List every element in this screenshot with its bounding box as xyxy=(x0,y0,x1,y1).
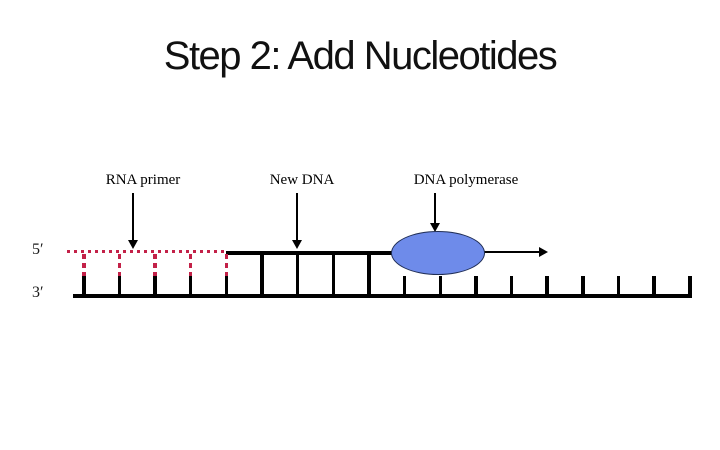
base-pair-rung xyxy=(474,276,478,296)
base-pair-rung xyxy=(581,276,585,296)
base-pair-rung xyxy=(82,254,86,276)
arrowhead-right-icon xyxy=(539,247,548,257)
base-pair-rung xyxy=(224,254,229,276)
arrowhead-down-icon xyxy=(128,240,138,249)
five-prime-label: 5′ xyxy=(32,241,44,258)
rna-primer-label: RNA primer xyxy=(105,172,181,188)
arrow-shaft xyxy=(483,251,540,253)
base-pair-rung xyxy=(224,276,229,296)
base-pair-rung xyxy=(545,276,549,296)
three-prime-label: 3′ xyxy=(32,284,44,301)
base-pair-rung xyxy=(331,255,336,296)
arrow-shaft xyxy=(132,193,134,241)
base-pair-rung xyxy=(260,255,264,296)
new-dna-label: New DNA xyxy=(269,172,335,188)
arrow-shaft xyxy=(434,193,436,224)
base-pair-rung xyxy=(117,254,122,276)
base-pair-rung xyxy=(153,276,157,296)
rna-primer-strand xyxy=(67,250,227,253)
base-pair-rung xyxy=(188,254,193,276)
base-pair-rung xyxy=(188,276,193,296)
arrowhead-down-icon xyxy=(430,223,440,232)
base-pair-rung xyxy=(117,276,122,296)
dna-polymerase-label: DNA polymerase xyxy=(413,172,519,188)
base-pair-rung xyxy=(367,255,371,296)
template-strand xyxy=(73,294,692,298)
base-pair-rung xyxy=(509,276,514,296)
arrow-shaft xyxy=(296,193,298,241)
base-pair-rung xyxy=(652,276,656,296)
slide-title: Step 2: Add Nucleotides xyxy=(163,34,558,78)
base-pair-rung xyxy=(402,276,407,296)
base-pair-rung xyxy=(82,276,86,296)
base-pair-rung xyxy=(688,276,692,296)
base-pair-rung xyxy=(438,276,442,296)
base-pair-rung xyxy=(616,276,621,296)
new-dna-strand xyxy=(226,251,393,255)
base-pair-rung xyxy=(153,254,157,276)
arrowhead-down-icon xyxy=(292,240,302,249)
base-pair-rung xyxy=(295,255,300,296)
dna-polymerase-ellipse xyxy=(391,231,485,275)
